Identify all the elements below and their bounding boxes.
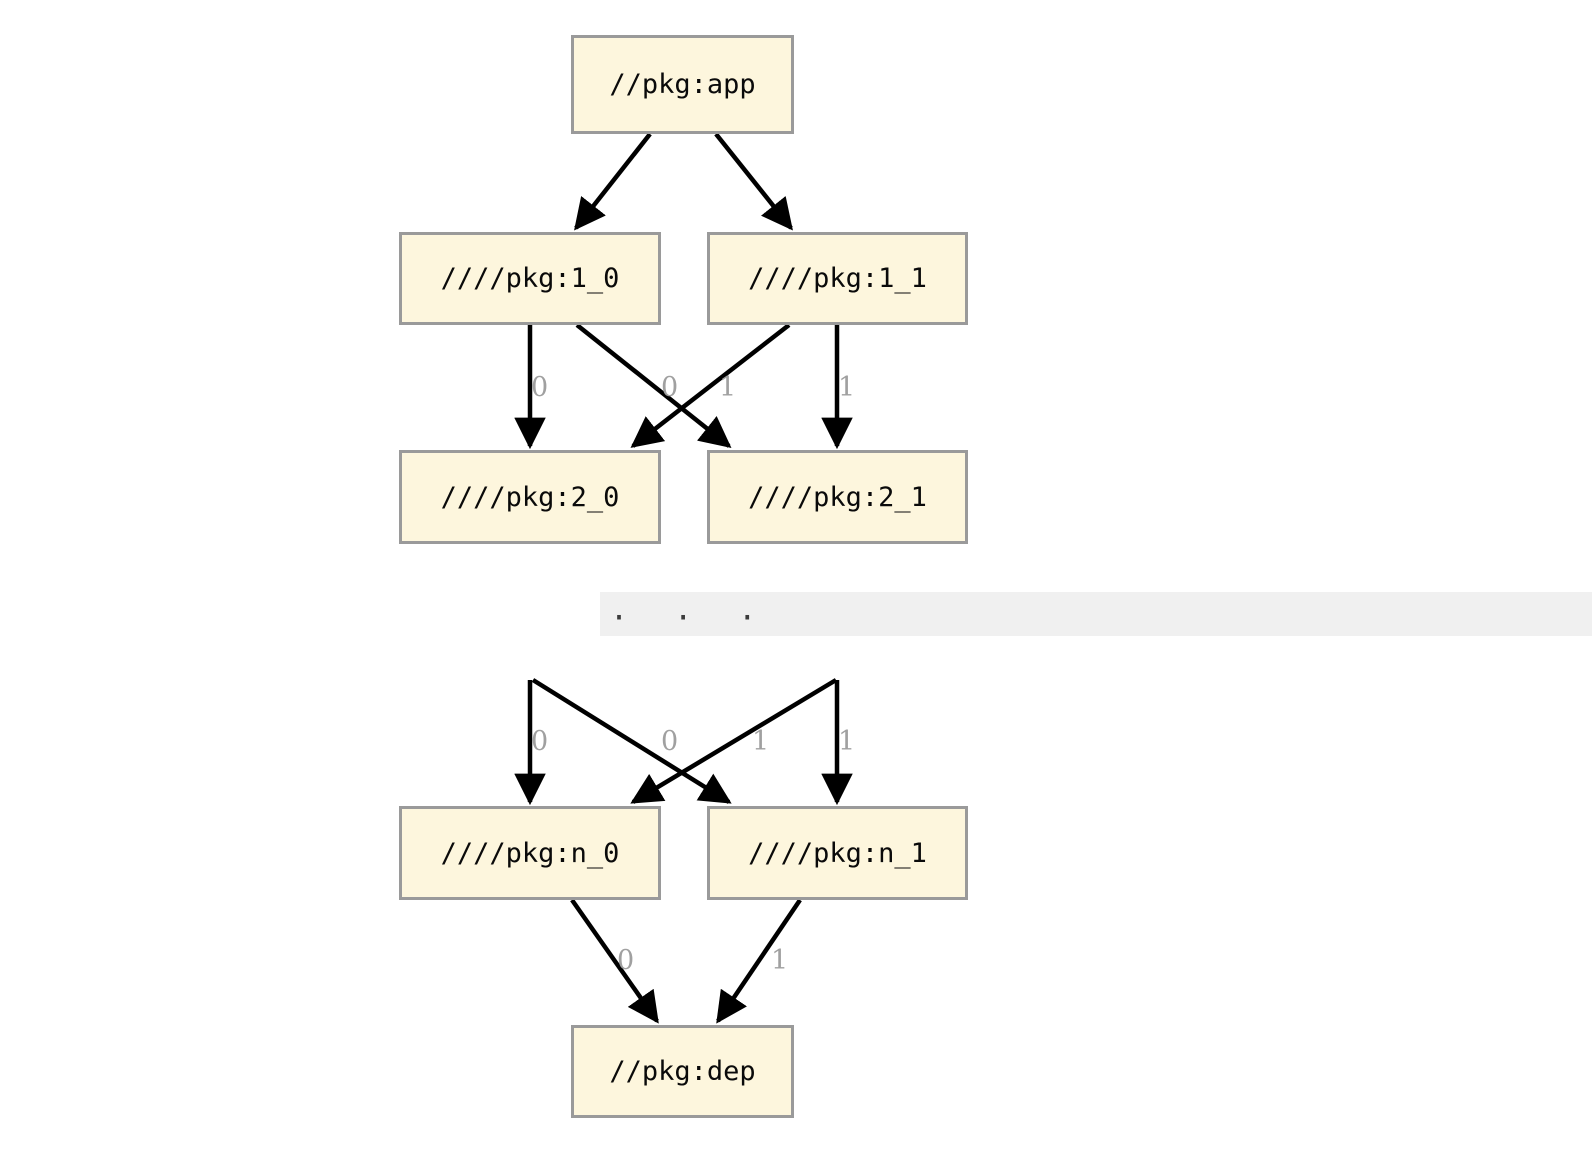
edge-label: 0 [661,726,679,757]
graph-edge-n1_1-to-n2_0 [630,323,791,448]
graph-node-app[interactable]: //pkg:app [571,35,794,134]
graph-node-n2_0[interactable]: ////pkg:2_0 [399,450,661,544]
graph-edge-prev-to-nn_1 [531,678,732,804]
ellipsis-band [600,592,1592,636]
graph-node-nn_1[interactable]: ////pkg:n_1 [707,806,968,900]
graph-edge-app-to-n1_0 [574,132,652,231]
edge-label: 0 [661,372,679,403]
edge-label: 0 [617,945,635,976]
graph-node-label: //pkg:dep [609,1056,756,1087]
graph-edge-n1_0-to-n2_1 [575,323,732,448]
graph-node-label: ////pkg:n_1 [748,837,927,869]
edge-label: 0 [531,372,549,403]
graph-node-label: ////pkg:2_0 [440,481,620,513]
graph-node-label: ////pkg:2_1 [748,481,927,513]
graph-node-label: ////pkg:1_0 [440,263,620,294]
graph-node-nn_0[interactable]: ////pkg:n_0 [399,806,661,900]
graph-edge-nn_0-to-dep [570,898,659,1024]
graph-node-n1_0[interactable]: ////pkg:1_0 [399,232,661,325]
graph-edge-prev-to-nn_0 [630,678,838,804]
edge-label: 1 [752,726,770,757]
graph-node-label: //pkg:app [609,69,756,100]
edge-label: 0 [531,726,549,757]
edge-label: 1 [771,945,789,976]
graph-node-n2_1[interactable]: ////pkg:2_1 [707,450,968,544]
edge-label: 1 [719,372,737,403]
graph-node-label: ////pkg:n_0 [440,837,620,869]
graph-node-label: ////pkg:1_1 [748,263,927,294]
graph-node-n1_1[interactable]: ////pkg:1_1 [707,232,968,325]
graph-edge-nn_1-to-dep [716,898,802,1024]
graph-edge-app-to-n1_1 [714,132,793,231]
edge-label: 1 [838,726,856,757]
graph-node-dep[interactable]: //pkg:dep [571,1025,794,1118]
ellipsis-dots: · · · [610,601,771,636]
edge-label: 1 [838,372,856,403]
